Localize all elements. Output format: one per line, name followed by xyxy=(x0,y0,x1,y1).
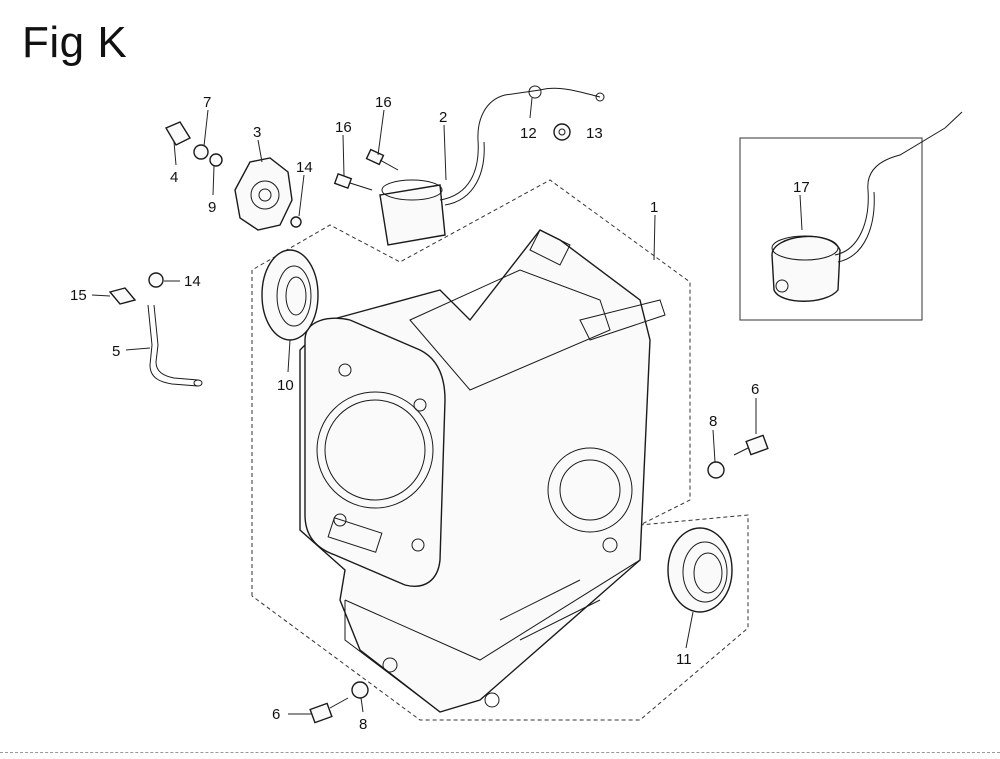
callout-labels: 7 3 4 9 14 16 16 2 12 13 1 17 15 14 5 10… xyxy=(70,94,810,733)
callout-15: 15 xyxy=(70,287,87,304)
leader-lines xyxy=(91,97,803,715)
callout-17: 17 xyxy=(793,179,810,196)
callout-14: 14 xyxy=(296,159,313,176)
callout-3: 3 xyxy=(253,124,261,141)
governor-gear-part xyxy=(234,157,302,231)
callout-6: 6 xyxy=(272,706,280,723)
callout-5: 5 xyxy=(112,343,120,360)
assembly-outline xyxy=(251,179,749,721)
governor-arm-parts xyxy=(108,272,203,387)
callout-7: 7 xyxy=(203,94,211,111)
oil-alert-switch-part xyxy=(379,85,605,246)
callout-13: 13 xyxy=(586,125,603,142)
callout-12: 12 xyxy=(520,125,537,142)
callout-16: 16 xyxy=(335,119,352,136)
bolt-16-parts xyxy=(333,148,399,191)
figure-title: Fig K xyxy=(22,18,128,67)
crankcase-part xyxy=(299,229,666,713)
callout-10: 10 xyxy=(277,377,294,394)
callout-2: 2 xyxy=(439,109,447,126)
callout-8: 8 xyxy=(709,413,717,430)
bearing-10-part xyxy=(261,249,319,341)
callout-4: 4 xyxy=(170,169,178,186)
callout-8: 8 xyxy=(359,716,367,733)
bolt-6-washer-8-right xyxy=(707,434,769,479)
callout-1: 1 xyxy=(650,199,658,216)
nut-13-part xyxy=(553,123,571,141)
inset-box xyxy=(739,137,923,321)
bolt-6-washer-8-bottom xyxy=(309,681,369,724)
callout-11: 11 xyxy=(676,651,692,668)
oil-alert-unit-17-part xyxy=(771,111,963,302)
callout-16: 16 xyxy=(375,94,392,111)
callout-14: 14 xyxy=(184,273,201,290)
callout-9: 9 xyxy=(208,199,216,216)
oil-seal-11-part xyxy=(667,527,733,613)
governor-small-parts xyxy=(164,121,223,167)
bottom-divider xyxy=(0,752,1000,753)
callout-6: 6 xyxy=(751,381,759,398)
